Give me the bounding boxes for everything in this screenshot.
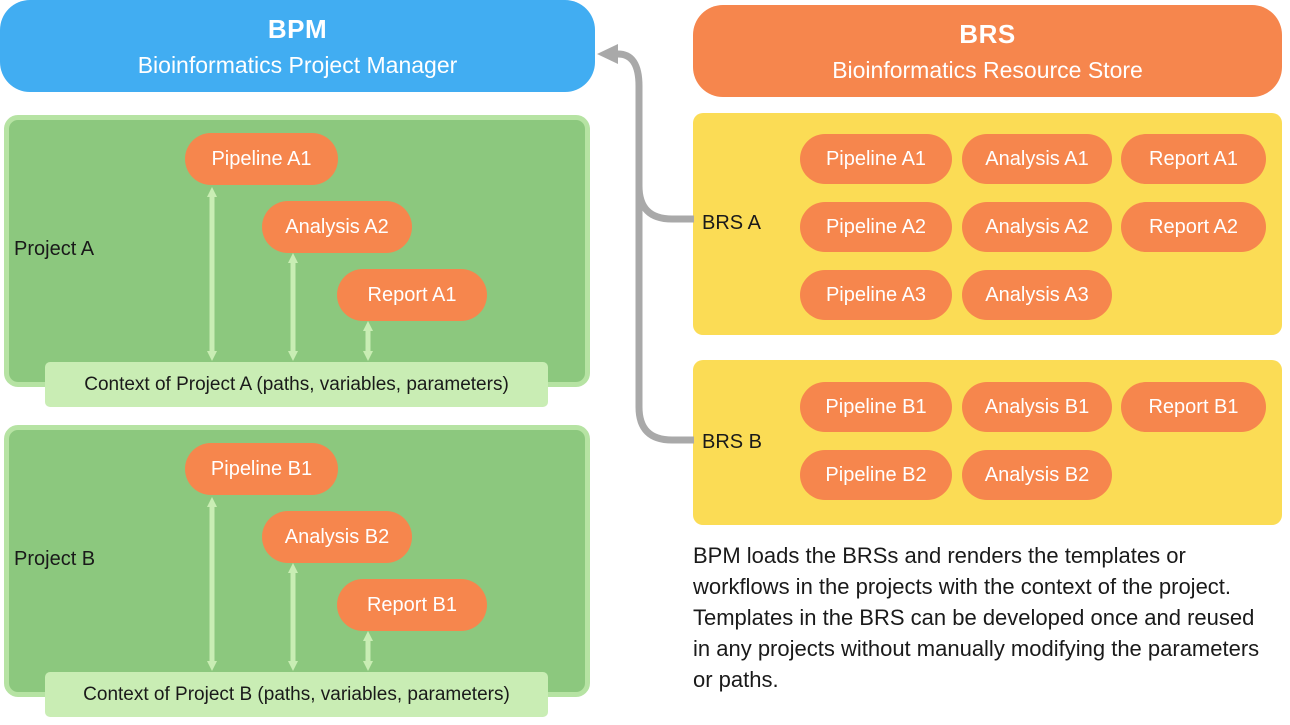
bpm-subtitle: Bioinformatics Project Manager xyxy=(137,51,458,78)
brs-item-analysis-b1: Analysis B1 xyxy=(962,382,1112,432)
brs-b-label: BRS B xyxy=(702,431,763,453)
bpm-title: BPM xyxy=(267,13,328,44)
project-b-context-bar: Context of Project B (paths, variables, … xyxy=(45,672,548,717)
brs-subtitle: Bioinformatics Resource Store xyxy=(832,56,1143,83)
brs-item-report-a1: Report A1 xyxy=(1121,134,1266,184)
brs-a-connector-line xyxy=(597,44,694,223)
bpm-node-report-b1: Report B1 xyxy=(337,579,487,631)
description-text: BPM loads the BRSs and renders the templ… xyxy=(693,543,1260,692)
brs-item-analysis-a2: Analysis A2 xyxy=(962,202,1112,252)
brs-title: BRS xyxy=(959,18,1016,49)
brs-item-analysis-a3: Analysis A3 xyxy=(962,270,1112,320)
brs-item-pipeline-a1: Pipeline A1 xyxy=(800,134,952,184)
brs-b-connector-line xyxy=(635,180,694,444)
brs-item-analysis-a1: Analysis A1 xyxy=(962,134,1112,184)
brs-item-pipeline-b2: Pipeline B2 xyxy=(800,450,952,500)
brs-item-report-a2: Report A2 xyxy=(1121,202,1266,252)
bpm-node-report-a1: Report A1 xyxy=(337,269,487,321)
bpm-node-analysis-b2: Analysis B2 xyxy=(262,511,412,563)
brs-item-pipeline-b1: Pipeline B1 xyxy=(800,382,952,432)
project-b-label: Project B xyxy=(14,548,96,570)
bpm-node-pipeline-b1: Pipeline B1 xyxy=(185,443,338,495)
project-a-context-bar: Context of Project A (paths, variables, … xyxy=(45,362,548,407)
brs-item-report-b1: Report B1 xyxy=(1121,382,1266,432)
brs-header: BRS Bioinformatics Resource Store xyxy=(693,5,1282,97)
bpm-node-analysis-a2: Analysis A2 xyxy=(262,201,412,253)
bpm-node-pipeline-a1: Pipeline A1 xyxy=(185,133,338,185)
bpm-header: BPM Bioinformatics Project Manager xyxy=(0,0,595,92)
brs-item-analysis-b2: Analysis B2 xyxy=(962,450,1112,500)
brs-item-pipeline-a3: Pipeline A3 xyxy=(800,270,952,320)
brs-item-pipeline-a2: Pipeline A2 xyxy=(800,202,952,252)
brs-a-label: BRS A xyxy=(702,212,761,234)
project-a-label: Project A xyxy=(14,238,95,260)
